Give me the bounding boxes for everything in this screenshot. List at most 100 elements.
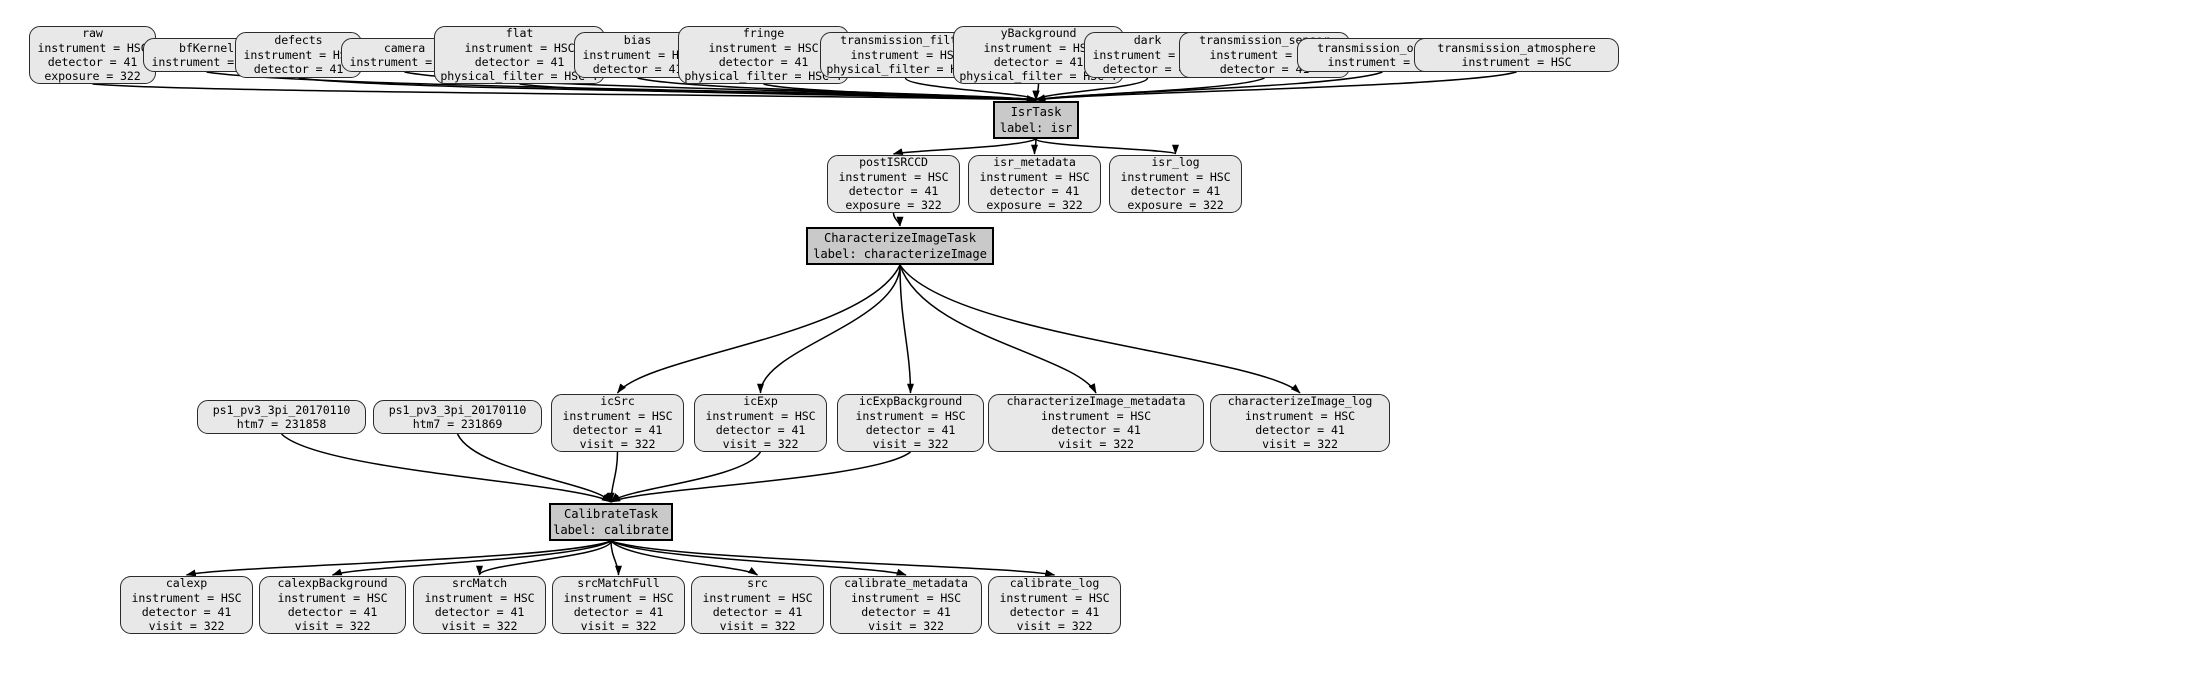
node-title: calibrate_metadata <box>844 576 968 591</box>
node-detail-line: detector = 41 <box>474 55 565 69</box>
node-detail-line: detector = 41 <box>989 184 1080 198</box>
node-detail-line: instrument = HSC <box>979 169 1090 184</box>
graph-edge <box>763 83 1037 103</box>
node-detail-line: detector = 41 <box>718 55 809 69</box>
node-detail-line: visit = 322 <box>294 619 371 634</box>
graph-edge <box>1035 138 1179 155</box>
node-detail-line: detector = 41 <box>592 62 683 77</box>
node-title: src <box>747 576 768 591</box>
graph-edge <box>616 264 901 394</box>
graph-edge <box>1032 83 1040 101</box>
node-title: CharacterizeImageTask <box>824 231 976 245</box>
node-detail-line: detector = 41 <box>1130 184 1221 198</box>
node-title: calexp <box>165 576 208 591</box>
graph-edge <box>1031 138 1039 155</box>
node-detail-line: instrument = HSC <box>349 55 460 69</box>
node-title: icSrc <box>600 394 635 409</box>
node-detail-line: physical_filter = HSC-Y <box>684 69 843 84</box>
node-detail-line: exposure = 322 <box>845 198 942 213</box>
node-title: characterizeImage_log <box>1227 394 1373 409</box>
graph-edge <box>892 212 904 227</box>
node-detail-line: instrument = HSC <box>1461 55 1572 69</box>
graph-edge <box>298 77 1037 103</box>
node-detail-line: instrument = HSC <box>243 47 354 62</box>
node-detail-line: instrument = HSC <box>838 169 949 184</box>
node-detail-line: visit = 322 <box>580 619 657 634</box>
node-title: dark <box>1133 33 1162 48</box>
node-detail-line: visit = 322 <box>148 619 225 634</box>
node-detail-line: exposure = 322 <box>44 69 141 84</box>
node-detail-line: label: isr <box>999 121 1073 135</box>
node-title: calibrate_log <box>1009 576 1100 591</box>
node-detail-line: instrument = HSC <box>850 590 962 605</box>
node-detail-line: detector = 41 <box>993 55 1084 69</box>
node-detail-line: exposure = 322 <box>986 198 1083 213</box>
node-title: icExp <box>743 394 778 409</box>
node-detail-line: instrument = HSC <box>855 408 966 423</box>
node-detail-line: visit = 322 <box>579 437 656 452</box>
node-title: postISRCCD <box>859 155 928 170</box>
node-detail-line: exposure = 322 <box>1127 198 1224 213</box>
node-title: transmission_filter <box>840 33 971 48</box>
node-detail-line: instrument = HSC <box>999 590 1110 605</box>
node-detail-line: instrument = HSC <box>37 40 148 55</box>
node-title: raw <box>82 26 103 41</box>
node-title: srcMatch <box>451 576 508 591</box>
node-detail-line: instrument = HSC <box>151 55 262 69</box>
graph-edge <box>899 264 1097 394</box>
node-detail-line: detector = 41 <box>1219 62 1310 77</box>
node-detail-line: instrument = HSC <box>562 408 673 423</box>
node-detail-line: htm7 = 231858 <box>236 417 327 431</box>
node-detail-line: detector = 41 <box>141 605 232 619</box>
node-title: bfKernel <box>178 40 235 55</box>
node-title: icExpBackground <box>858 394 963 409</box>
graph-edge <box>185 540 612 577</box>
node-title: fringe <box>742 26 785 41</box>
graph-edge <box>331 540 612 576</box>
node-title: calexpBackground <box>277 576 388 591</box>
node-detail-line: detector = 41 <box>253 62 344 77</box>
node-title: defects <box>274 33 323 48</box>
graph-edge <box>899 264 1301 394</box>
graph-edge <box>899 264 914 394</box>
node-title: yBackground <box>1000 26 1077 41</box>
node-detail-line: instrument = HSC <box>424 590 535 605</box>
graph-edge <box>607 451 619 503</box>
node-detail-line: instrument = HSC <box>705 408 816 423</box>
node-detail-line: instrument = HSC <box>1209 47 1320 62</box>
node-detail-line: instrument = HSC <box>563 590 674 605</box>
node-detail-line: detector = 41 <box>865 423 956 437</box>
node-title: characterizeImage_metadata <box>1006 394 1186 409</box>
node-detail-line: detector = 41 <box>848 184 939 198</box>
graph-edge <box>610 540 907 576</box>
graph-edge <box>92 83 1037 104</box>
node-detail-line: instrument = HSC <box>582 47 693 62</box>
node-detail-line: detector = 41 <box>1051 423 1141 437</box>
node-detail-line: visit = 322 <box>719 619 796 634</box>
node-detail-line: detector = 41 <box>573 605 664 619</box>
node-detail-line: instrument = HSC <box>1120 169 1231 184</box>
node-detail-line: instrument = HSC <box>702 590 813 605</box>
